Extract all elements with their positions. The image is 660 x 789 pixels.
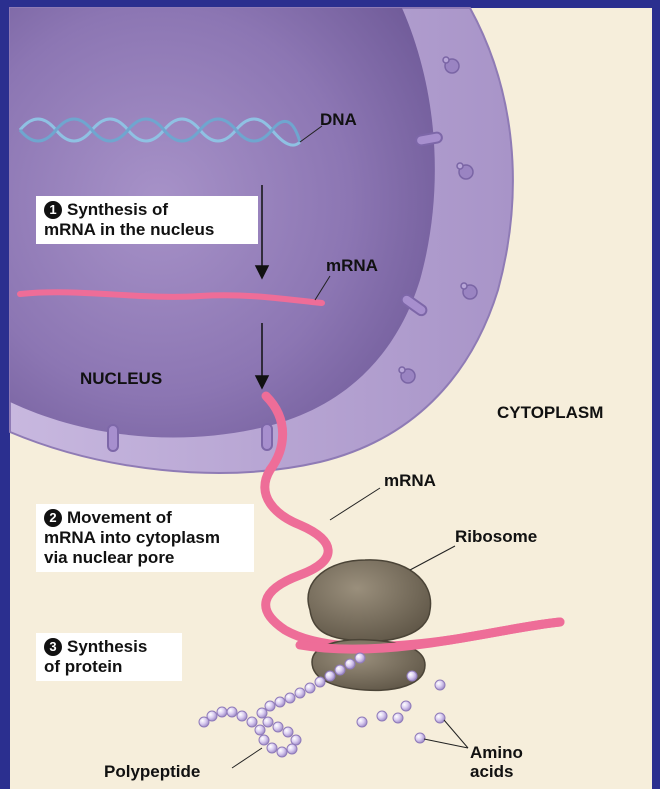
polypeptide-label: Polypeptide xyxy=(104,762,200,782)
step-1-text: Synthesis of mRNA in the nucleus xyxy=(44,200,214,239)
step-3-number: 3 xyxy=(44,638,62,656)
amino-acids-label: Amino acids xyxy=(470,743,523,781)
cytoplasm-label: CYTOPLASM xyxy=(497,403,603,423)
mrna-nucleus-label: mRNA xyxy=(326,256,378,276)
step-1-number: 1 xyxy=(44,201,62,219)
nucleus-label: NUCLEUS xyxy=(80,369,162,389)
step-2-number: 2 xyxy=(44,509,62,527)
dna-label: DNA xyxy=(320,110,357,130)
step-2-text: Movement of mRNA into cytoplasm via nucl… xyxy=(44,508,220,567)
ribosome-label: Ribosome xyxy=(455,527,537,547)
mrna-cytoplasm-label: mRNA xyxy=(384,471,436,491)
